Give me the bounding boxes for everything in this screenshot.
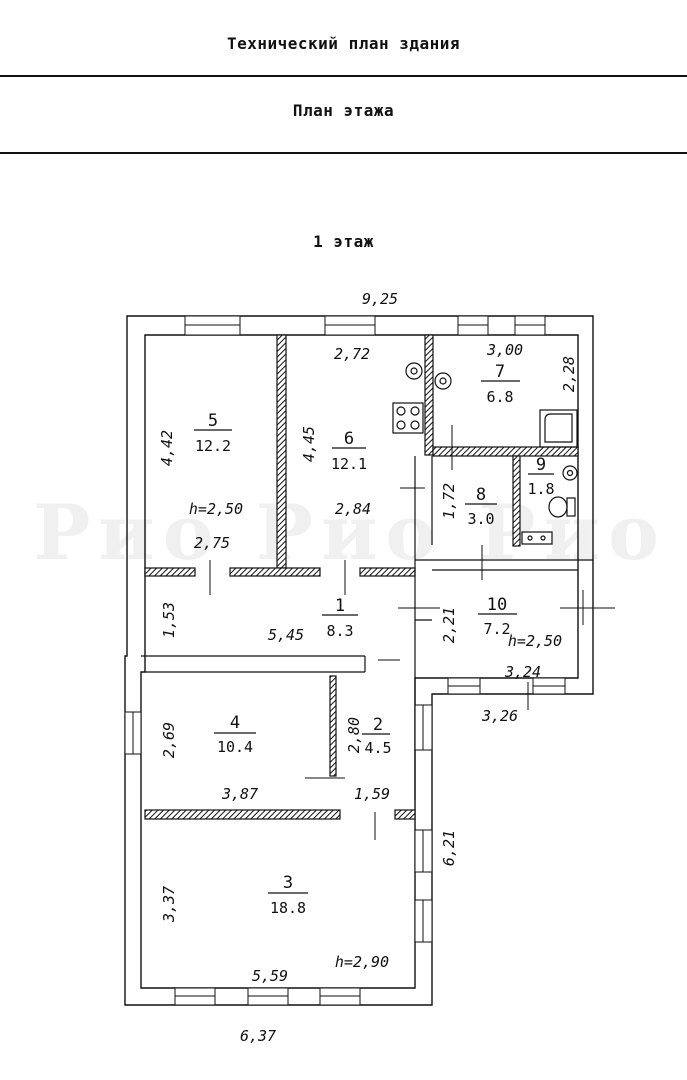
room-number: 8 — [476, 485, 486, 505]
room-area: 12.1 — [331, 455, 367, 473]
dim-r5-ceiling: h=2,50 — [189, 500, 243, 518]
dim-r1-height: 1,53 — [160, 602, 178, 638]
room-area: 6.8 — [486, 388, 513, 406]
room-number: 1 — [335, 596, 345, 616]
dim-r6-top: 2,72 — [334, 345, 370, 363]
document-title: Технический план здания — [226, 34, 461, 53]
room-number: 6 — [344, 429, 354, 449]
dim-r10-height: 2,21 — [440, 607, 458, 643]
header-rule-top — [0, 75, 687, 77]
dim-r5-height: 4,42 — [158, 430, 176, 466]
room-9: 9 1.8 — [527, 455, 554, 498]
windows — [124, 315, 566, 1006]
room-number: 4 — [230, 713, 240, 733]
room-7: 7 6.8 — [486, 362, 513, 406]
room-8: 8 3.0 — [467, 485, 494, 528]
dim-r2-height: 2,80 — [345, 717, 363, 753]
dim-r4-width: 3,87 — [221, 785, 258, 803]
room-area: 18.8 — [270, 899, 306, 917]
door-marks — [209, 425, 615, 840]
stove-icon — [392, 402, 424, 434]
dim-total-bottom: 6,37 — [240, 1027, 276, 1045]
dim-r3-width: 5,59 — [252, 967, 288, 985]
room-area: 7.2 — [483, 620, 510, 638]
dim-total-top: 9,25 — [362, 290, 398, 308]
dimension-labels: 9,25 2,72 3,00 h=2,50 2,75 2,84 5,45 h=2… — [189, 290, 562, 1045]
room-5: 5 12.2 — [195, 411, 231, 455]
dim-r3-ceiling: h=2,90 — [335, 953, 389, 971]
sink-icon — [405, 362, 578, 481]
room-area: 8.3 — [326, 622, 353, 640]
exterior-walls — [124, 315, 594, 1006]
dim-r2-width: 1,59 — [354, 785, 390, 803]
room-area: 4.5 — [364, 739, 391, 757]
room-3: 3 18.8 — [270, 873, 306, 917]
room-number: 2 — [373, 715, 383, 735]
dim-r8-height: 1,72 — [440, 483, 458, 519]
room-area: 1.8 — [527, 480, 554, 498]
watermark: Рио Рио Рио — [33, 488, 667, 577]
room-area: 10.4 — [217, 738, 253, 756]
bathtub-icon — [539, 409, 578, 448]
room-area: 3.0 — [467, 510, 494, 528]
room-10: 10 7.2 — [483, 595, 510, 638]
toilet-icon — [548, 496, 576, 518]
dim-r3-height: 3,37 — [160, 886, 178, 923]
room-6: 6 12.1 — [331, 429, 367, 473]
washbasin-icon — [521, 531, 553, 545]
room-number: 5 — [208, 411, 218, 431]
dimension-labels-vertical: 4,42 4,45 2,28 1,72 1,53 2,21 2,69 2,80 … — [158, 356, 578, 923]
dim-r7-height: 2,28 — [560, 356, 578, 392]
header-rule-bottom — [0, 152, 687, 154]
room-area: 12.2 — [195, 437, 231, 455]
room-2: 2 4.5 — [364, 715, 391, 757]
floor-label: 1 этаж — [313, 232, 374, 251]
interior-walls — [141, 334, 593, 820]
dim-r5-width: 2,75 — [194, 534, 230, 552]
dim-r10-width-outer: 3,26 — [481, 707, 518, 725]
dim-r6-width: 2,84 — [335, 500, 371, 518]
room-1: 1 8.3 — [326, 596, 353, 640]
room-number: 7 — [495, 362, 505, 382]
dim-r7-width: 3,00 — [486, 341, 523, 359]
fraction-lines — [194, 380, 554, 894]
dim-r10-ceiling: h=2,50 — [508, 632, 562, 650]
room-number: 3 — [283, 873, 293, 893]
dim-r4-height: 2,69 — [160, 722, 178, 758]
document-subtitle: План этажа — [292, 101, 395, 120]
dim-right-side: 6,21 — [440, 830, 458, 866]
room-number: 10 — [487, 595, 507, 615]
dim-r6-height: 4,45 — [300, 426, 318, 462]
room-4: 4 10.4 — [217, 713, 253, 756]
dim-r10-width-inner: 3,24 — [504, 663, 541, 681]
dim-r1-width: 5,45 — [268, 626, 304, 644]
room-number: 9 — [536, 455, 546, 475]
